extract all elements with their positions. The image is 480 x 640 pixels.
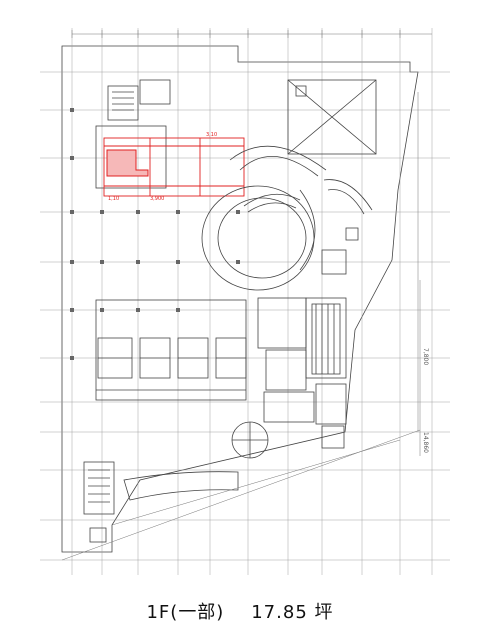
elevator-core — [95, 299, 247, 401]
dimension-label-2: 14,860 — [422, 432, 429, 453]
round-entrance — [231, 421, 269, 459]
grid-lines — [40, 28, 450, 575]
svg-text:3,900: 3,900 — [150, 196, 164, 202]
floor-caption: 1F(一部) 17.85 坪 — [0, 598, 480, 624]
dimension-label: 7,800 — [422, 348, 429, 365]
floor-plan-drawing: 3,900 1,10 3,10 — [40, 28, 450, 575]
floor-label: 1F(一部) — [146, 602, 225, 623]
top-dimension-ticks — [71, 30, 432, 38]
area-label: 17.85 坪 — [251, 602, 334, 623]
upper-right-void — [287, 79, 377, 155]
service-block — [257, 297, 347, 449]
stair-core-upper — [95, 79, 171, 189]
stair-right — [321, 179, 373, 275]
curved-atrium — [201, 145, 327, 291]
outer-site-lines — [61, 92, 421, 561]
column-markers — [70, 108, 240, 360]
svg-text:3,10: 3,10 — [206, 132, 217, 138]
building-outline — [61, 45, 419, 553]
lower-plaza — [83, 461, 239, 543]
svg-text:1,10: 1,10 — [108, 196, 119, 202]
leased-area: 3,900 1,10 3,10 — [103, 132, 245, 202]
